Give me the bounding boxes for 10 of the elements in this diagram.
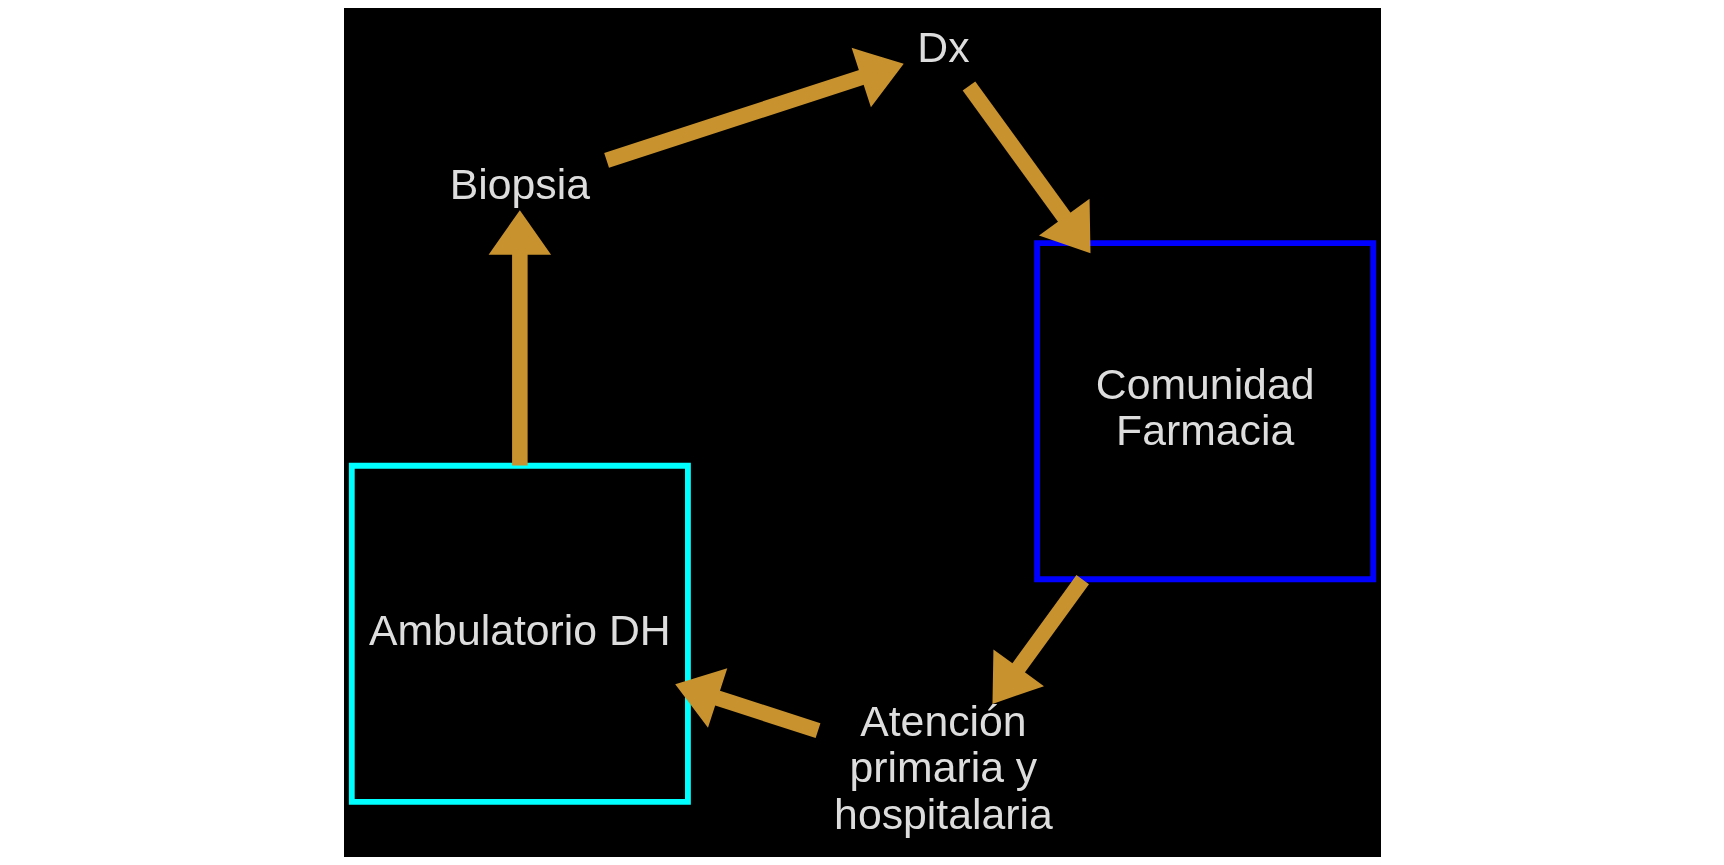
arrow	[488, 210, 551, 466]
node-text: Biopsia	[449, 160, 590, 209]
arrow	[991, 575, 1089, 704]
node-text: Atención primaria y hospitalaria	[833, 696, 1053, 838]
arrow	[962, 81, 1090, 254]
node-text: Dx	[916, 22, 970, 71]
node-box: Ambulatorio DH	[348, 462, 691, 805]
arrow	[674, 668, 820, 739]
node-box: Comunidad Farmacia	[1033, 240, 1376, 583]
arrow	[603, 47, 904, 168]
